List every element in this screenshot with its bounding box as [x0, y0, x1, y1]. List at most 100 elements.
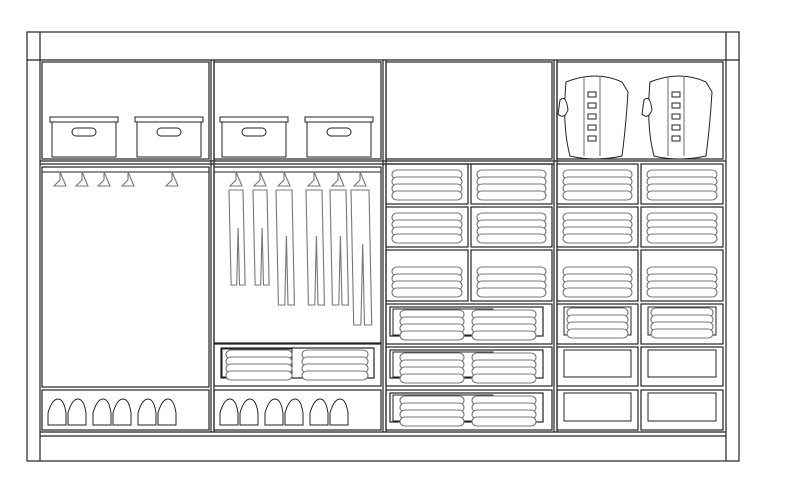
- folded-item: [476, 233, 547, 244]
- folded-item: [399, 416, 465, 427]
- hanging-rail: [41, 166, 210, 173]
- garment-body: [305, 189, 325, 306]
- hanging-garment: [98, 172, 111, 187]
- folded-clothes: [399, 309, 465, 341]
- folded-item: [391, 233, 463, 244]
- folded-clothes: [650, 307, 714, 339]
- shoe-left: [137, 398, 157, 426]
- bag-buckle: [587, 102, 597, 109]
- folded-item: [471, 416, 537, 427]
- drawer-compartment: [385, 389, 553, 431]
- shelf-cubby: [385, 249, 469, 302]
- hanger: [352, 171, 367, 187]
- bag-buckle: [671, 102, 681, 109]
- hanging-compartment: [213, 166, 382, 344]
- hanging-garment: [76, 172, 89, 187]
- shoe-shelf: [213, 389, 382, 431]
- hanger: [330, 171, 345, 187]
- shoe-pair: [264, 398, 304, 426]
- drawer-front: [389, 392, 544, 423]
- folded-clothes: [646, 266, 718, 298]
- drawer: [640, 303, 724, 345]
- garment-body: [228, 189, 246, 286]
- folded-clothes: [476, 266, 547, 298]
- drawer-front: [220, 347, 375, 379]
- bag-buckle: [671, 135, 681, 142]
- shelf-cubby: [556, 163, 639, 205]
- folded-item: [476, 287, 547, 298]
- folded-clothes: [471, 395, 537, 427]
- hanging-garment: [252, 171, 270, 286]
- bag-handle: [557, 97, 569, 117]
- drawer-compartment: [385, 346, 553, 387]
- travel-bag-icon: [641, 75, 713, 160]
- storage-box-handle: [241, 127, 267, 137]
- drawer-highlight: [647, 349, 717, 378]
- hanger: [228, 171, 243, 187]
- storage-box-handle: [156, 127, 182, 137]
- drawer-compartment: [213, 343, 382, 387]
- folded-clothes: [646, 212, 718, 244]
- shelf-cubby: [556, 249, 639, 302]
- storage-box-handle: [326, 127, 352, 137]
- shoe-left: [219, 398, 239, 426]
- shoe-left: [264, 398, 284, 426]
- folded-item: [301, 370, 369, 381]
- drawer: [640, 346, 724, 387]
- shoe-right: [67, 398, 87, 426]
- bag-handle: [641, 97, 653, 117]
- outer-frame: [26, 31, 740, 462]
- storage-box: [304, 116, 374, 158]
- shelf-cubby: [470, 163, 553, 205]
- hanger: [164, 171, 179, 187]
- hanger: [306, 171, 321, 187]
- bag-buckle: [671, 113, 681, 120]
- folded-item: [562, 287, 633, 298]
- folded-clothes: [562, 212, 633, 244]
- shoe-pair: [92, 398, 132, 426]
- top-compartment: [556, 61, 724, 160]
- folded-item: [399, 373, 465, 384]
- drawer: [385, 389, 553, 431]
- hanging-garment: [228, 171, 246, 286]
- storage-box-lid: [134, 116, 204, 123]
- drawer-highlight: [647, 392, 717, 422]
- storage-box-body: [51, 120, 117, 158]
- folded-clothes: [476, 169, 547, 201]
- folded-clothes: [399, 395, 465, 427]
- folded-clothes: [476, 212, 547, 244]
- bag-strap: [583, 76, 601, 156]
- folded-item: [391, 287, 463, 298]
- top-compartment: [213, 61, 382, 160]
- folded-clothes: [471, 309, 537, 341]
- storage-box-body: [136, 120, 202, 158]
- folded-clothes: [391, 169, 463, 201]
- folded-item: [650, 328, 714, 339]
- folded-item: [476, 190, 547, 201]
- shoe-pair: [137, 398, 177, 426]
- storage-box-body: [221, 120, 287, 158]
- folded-item: [471, 330, 537, 341]
- hanging-garment: [329, 171, 349, 306]
- storage-box: [219, 116, 289, 158]
- storage-box-lid: [304, 116, 374, 123]
- bag-buckle: [587, 113, 597, 120]
- storage-box-lid: [49, 116, 119, 123]
- bag-strap: [667, 76, 685, 156]
- top-compartment: [41, 61, 210, 160]
- folded-item: [566, 328, 629, 339]
- shoe-right: [239, 398, 259, 426]
- travel-bag-icon: [557, 75, 629, 160]
- drawer-compartment: [385, 303, 553, 345]
- hanging-compartment: [41, 166, 210, 388]
- folded-item: [471, 373, 537, 384]
- hanging-garment: [164, 171, 179, 187]
- shelf-cubby: [385, 206, 469, 248]
- shoe-pair: [219, 398, 259, 426]
- drawer-compartment: [640, 346, 724, 387]
- hanger: [276, 171, 291, 187]
- shelf-cubby: [556, 206, 639, 248]
- hanging-garment: [350, 171, 373, 326]
- hanging-garment: [54, 172, 67, 187]
